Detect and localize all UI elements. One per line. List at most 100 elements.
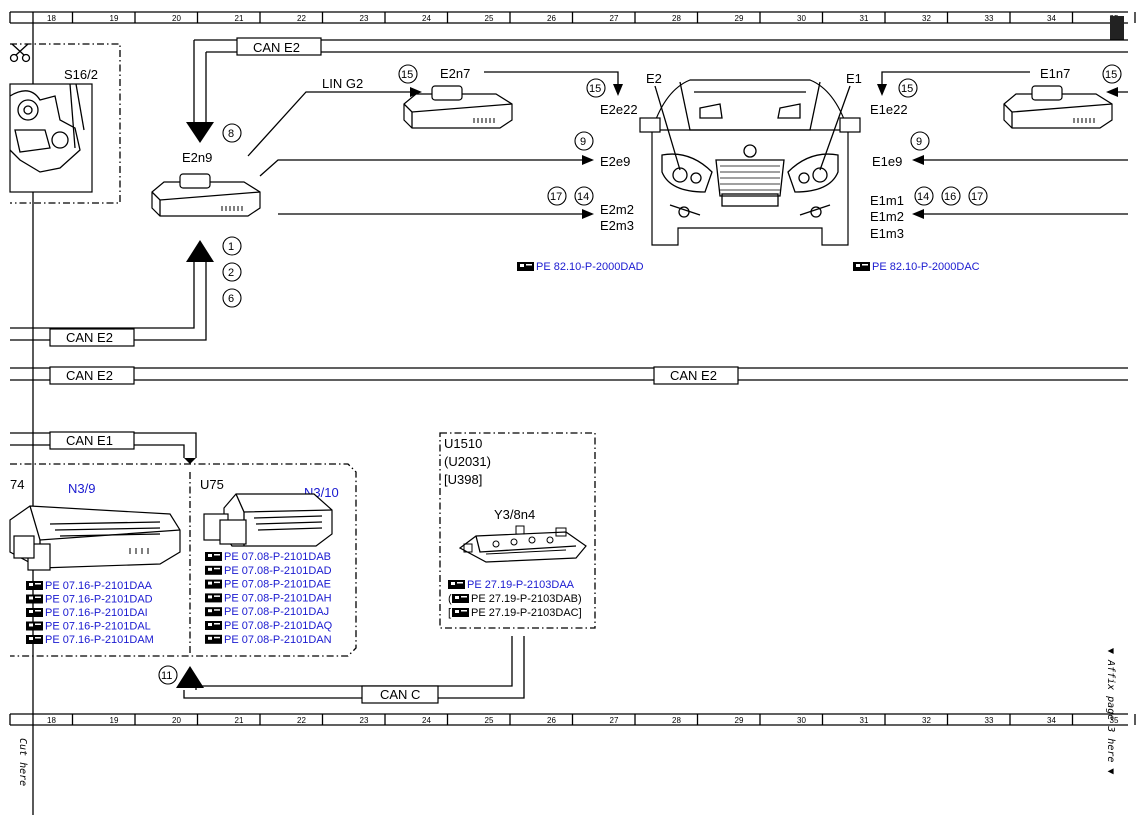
circle-15-e2e22: 15 xyxy=(586,78,606,98)
u75-label: U75 xyxy=(200,477,224,492)
circle-15-e1e22: 15 xyxy=(898,78,918,98)
circle-6: 6 xyxy=(222,288,242,308)
svg-text:17: 17 xyxy=(971,191,983,203)
reference-link[interactable]: PE 07.16-P-2101DAD xyxy=(26,594,153,606)
ruler-tick: 24 xyxy=(422,716,431,725)
ruler-tick: 28 xyxy=(672,14,681,23)
ruler-tick: 25 xyxy=(485,716,494,725)
ruler-tick: 33 xyxy=(985,14,994,23)
reference-link[interactable]: PE 07.16-P-2101DAA xyxy=(26,580,153,592)
reference-link[interactable]: PE 07.08-P-2101DAQ xyxy=(205,620,333,632)
ref-pe82-dad[interactable]: PE 82.10-P-2000DAD xyxy=(517,261,644,273)
reference-link[interactable]: PE 07.08-P-2101DAB xyxy=(205,551,331,563)
ref-text[interactable]: PE 07.16-P-2101DAL xyxy=(45,621,151,633)
ref-text[interactable]: PE 07.16-P-2101DAD xyxy=(45,594,153,606)
reference-link[interactable]: PE 27.19-P-2103DAA xyxy=(448,579,575,591)
circle-1: 1 xyxy=(222,236,242,256)
circle-16-right: 16 xyxy=(941,186,961,206)
ruler-tick: 27 xyxy=(610,14,619,23)
ruler-tick: 22 xyxy=(297,14,306,23)
svg-text:9: 9 xyxy=(916,136,922,148)
book-icon xyxy=(205,607,222,617)
book-icon xyxy=(205,579,222,589)
ruler-tick: 33 xyxy=(985,716,994,725)
ruler-tick: 29 xyxy=(735,14,744,23)
s16-2-label: S16/2 xyxy=(64,67,98,82)
ref-pe82-dac[interactable]: PE 82.10-P-2000DAC xyxy=(853,261,980,273)
svg-text:14: 14 xyxy=(917,191,929,203)
ruler-tick: 34 xyxy=(1047,716,1056,725)
e2n9-label: E2n9 xyxy=(182,150,212,165)
u74-label: 74 xyxy=(10,477,24,492)
n3-9-label: N3/9 xyxy=(68,481,95,496)
ref-text[interactable]: PE 07.16-P-2101DAI xyxy=(45,607,148,619)
ruler-tick: 21 xyxy=(235,14,244,23)
reference-link[interactable]: PE 07.16-P-2101DAL xyxy=(26,621,151,633)
ref-text[interactable]: PE 27.19-P-2103DAB) xyxy=(471,593,582,605)
reference-link[interactable]: PE 07.16-P-2101DAM xyxy=(26,634,154,646)
e1e9-label: E1e9 xyxy=(872,154,902,169)
svg-text:1: 1 xyxy=(228,241,234,253)
ref-text[interactable]: PE 07.08-P-2101DAN xyxy=(224,634,332,646)
ref-text[interactable]: PE 07.08-P-2101DAE xyxy=(224,579,331,591)
reference-link[interactable]: PE 07.08-P-2101DAD xyxy=(205,565,332,577)
book-icon xyxy=(26,594,43,604)
ruler-tick: 20 xyxy=(172,716,181,725)
reference-link[interactable]: PE 07.08-P-2101DAJ xyxy=(205,606,329,618)
ref-text[interactable]: PE 07.16-P-2101DAA xyxy=(45,580,153,592)
ref-text[interactable]: PE 07.08-P-2101DAQ xyxy=(224,620,333,632)
can-e2-label-mid-left: CAN E2 xyxy=(66,368,113,383)
reference-link[interactable]: PE 07.08-P-2101DAH xyxy=(205,592,332,604)
svg-text:14: 14 xyxy=(577,191,589,203)
n3-9-module xyxy=(9,505,181,571)
svg-text:PE 82.10-P-2000DAC[interactable]: PE 82.10-P-2000DAC xyxy=(872,261,980,273)
ruler-tick: 30 xyxy=(797,716,806,725)
e1e22-label: E1e22 xyxy=(870,102,908,117)
ruler-tick: 25 xyxy=(485,14,494,23)
book-icon xyxy=(26,635,43,644)
book-icon xyxy=(26,581,43,590)
svg-text:15: 15 xyxy=(401,69,413,81)
reference-link[interactable]: PE 07.08-P-2101DAN xyxy=(205,634,332,646)
can-e2-label-top: CAN E2 xyxy=(253,40,300,55)
svg-text:15: 15 xyxy=(1105,69,1117,81)
ruler-tick: 30 xyxy=(797,14,806,23)
s16-2-component: S16/2 xyxy=(9,43,121,204)
e2e9-label: E2e9 xyxy=(600,154,630,169)
y3-8n4-module xyxy=(458,525,587,563)
can-c-bus: CAN C xyxy=(176,636,525,704)
reference-link[interactable]: PE 07.16-P-2101DAI xyxy=(26,607,148,619)
ref-text[interactable]: PE 07.08-P-2101DAH xyxy=(224,592,332,604)
ruler-tick: 20 xyxy=(172,14,181,23)
ruler-tick: 23 xyxy=(360,14,369,23)
cut-here-text: Cut here xyxy=(17,738,28,786)
ref-text[interactable]: PE 27.19-P-2103DAC] xyxy=(471,607,582,619)
u2031-label: (U2031) xyxy=(444,454,491,469)
circle-11: 11 xyxy=(158,665,178,685)
svg-text:17: 17 xyxy=(550,191,562,203)
circle-14-left: 14 xyxy=(574,186,594,206)
book-icon xyxy=(205,634,222,644)
can-e2-up-bus: CAN E2 xyxy=(10,240,214,347)
e2n9-module xyxy=(151,173,261,217)
e1-label: E1 xyxy=(846,71,862,86)
svg-text:16: 16 xyxy=(944,191,956,203)
ref-text[interactable]: PE 07.08-P-2101DAD xyxy=(224,565,332,577)
ref-text[interactable]: PE 07.16-P-2101DAM xyxy=(45,634,154,646)
ref-text[interactable]: PE 07.08-P-2101DAJ xyxy=(224,606,329,618)
ref-text[interactable]: PE 27.19-P-2103DAA xyxy=(467,579,575,591)
reference-link[interactable]: (PE 27.19-P-2103DAB) xyxy=(448,593,582,605)
ruler-tick: 27 xyxy=(610,716,619,725)
ref-text[interactable]: PE 07.08-P-2101DAB xyxy=(224,551,331,563)
svg-text:PE 82.10-P-2000DAD[interactable]: PE 82.10-P-2000DAD xyxy=(536,261,644,273)
book-icon xyxy=(205,593,222,603)
can-c-label: CAN C xyxy=(380,687,420,702)
u1510-box xyxy=(439,432,596,629)
reference-link[interactable]: [PE 27.19-P-2103DAC] xyxy=(448,607,582,619)
ruler-tick: 35 xyxy=(1110,716,1119,725)
can-e2-label-left: CAN E2 xyxy=(66,330,113,345)
svg-text:15: 15 xyxy=(901,83,913,95)
reference-link[interactable]: PE 07.08-P-2101DAE xyxy=(205,579,331,591)
can-e1-label: CAN E1 xyxy=(66,433,113,448)
